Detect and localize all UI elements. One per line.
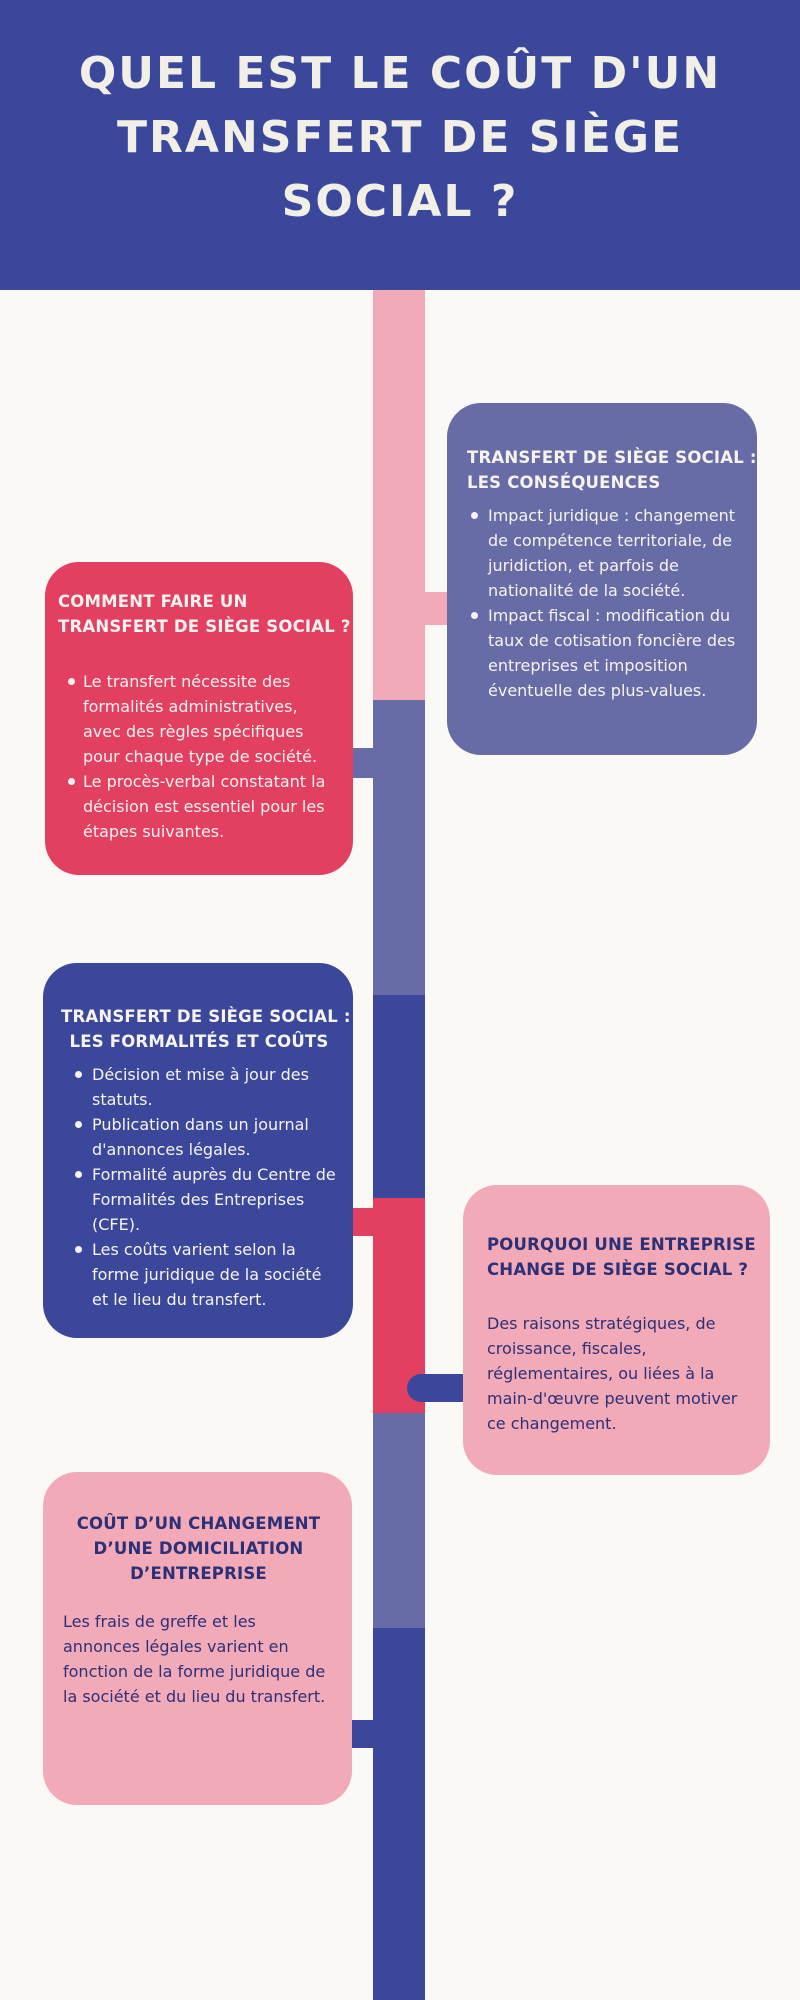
header-band: QUEL EST LE COÛT D'UN TRANSFERT DE SIÈGE… (0, 0, 800, 290)
list-item: Impact fiscal : modification du taux de … (471, 603, 739, 703)
card-cout: COÛT D’UN CHANGEMENT D’UNE DOMICILIATION… (43, 1472, 352, 1805)
card-cout-body: Les frais de greffe et les annonces léga… (63, 1612, 326, 1706)
timeline-segment-pink (373, 290, 425, 700)
list-item: Le transfert nécessite des formalités ad… (68, 669, 339, 769)
card-comment-faire-title: COMMENT FAIRE UN TRANSFERT DE SIÈGE SOCI… (58, 592, 351, 636)
timeline-segment-blue-1 (373, 995, 425, 1198)
list-item: Formalité auprès du Centre de Formalités… (75, 1162, 337, 1237)
card-pourquoi-title: POURQUOI UNE ENTREPRISE CHANGE DE SIÈGE … (487, 1235, 756, 1279)
card-pourquoi: POURQUOI UNE ENTREPRISE CHANGE DE SIÈGE … (463, 1185, 770, 1475)
list-item: Les coûts varient selon la forme juridiq… (75, 1237, 337, 1312)
connector-pill-to-pourquoi (407, 1374, 465, 1402)
card-formalites-title: TRANSFERT DE SIÈGE SOCIAL : LES FORMALIT… (61, 1007, 351, 1051)
card-cout-title: COÛT D’UN CHANGEMENT D’UNE DOMICILIATION… (76, 1514, 321, 1583)
list-item: Impact juridique : changement de compéte… (471, 503, 739, 603)
card-pourquoi-body: Des raisons stratégiques, de croissance,… (487, 1314, 738, 1433)
card-consequences: TRANSFERT DE SIÈGE SOCIAL : LES CONSÉQUE… (447, 403, 757, 755)
card-formalites-list: Décision et mise à jour des statuts. Pub… (61, 1062, 337, 1312)
list-item: Publication dans un journal d'annonces l… (75, 1112, 337, 1162)
list-item: Le procès-verbal constatant la décision … (68, 769, 339, 844)
connector-blue-to-cout (350, 1720, 375, 1748)
page-title-line: SOCIAL ? (281, 176, 519, 227)
timeline-segment-slate-2 (373, 1413, 425, 1628)
list-item: Décision et mise à jour des statuts. (75, 1062, 337, 1112)
page-title-line: TRANSFERT DE SIÈGE (117, 112, 683, 163)
connector-pink-to-consequences (421, 592, 451, 625)
page-title-line: QUEL EST LE COÛT D'UN (78, 48, 722, 99)
card-comment-faire-list: Le transfert nécessite des formalités ad… (58, 669, 339, 844)
connector-red-to-formalites (350, 1208, 375, 1236)
connector-slate-to-comment (350, 748, 375, 778)
card-comment-faire: COMMENT FAIRE UN TRANSFERT DE SIÈGE SOCI… (45, 562, 353, 875)
timeline-segment-blue-2 (373, 1628, 425, 2000)
card-formalites: TRANSFERT DE SIÈGE SOCIAL : LES FORMALIT… (43, 963, 353, 1338)
page-title: QUEL EST LE COÛT D'UN TRANSFERT DE SIÈGE… (0, 0, 800, 234)
card-consequences-list: Impact juridique : changement de compéte… (467, 503, 739, 703)
timeline-segment-slate-1 (373, 700, 425, 995)
card-consequences-title: TRANSFERT DE SIÈGE SOCIAL : LES CONSÉQUE… (467, 448, 757, 492)
